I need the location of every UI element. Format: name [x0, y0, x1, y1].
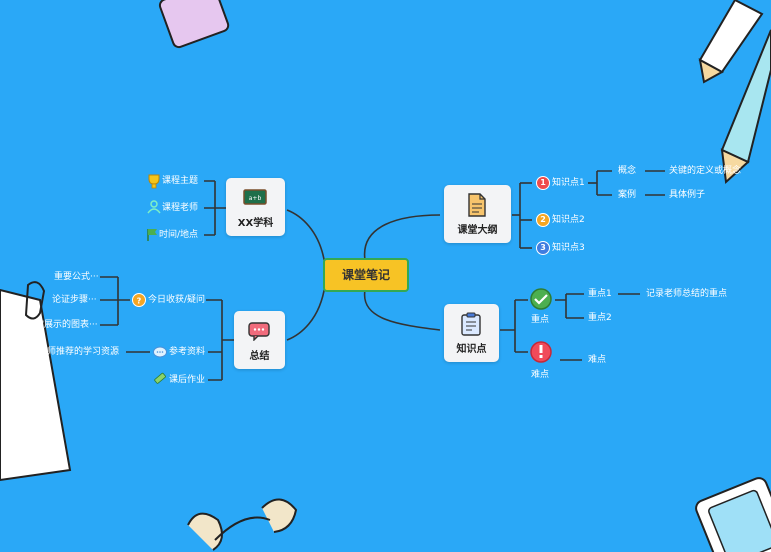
trophy-icon: [148, 174, 160, 189]
badge-1-icon: [536, 176, 550, 190]
phone-decoration-icon: [695, 477, 771, 552]
badge-2-icon: [536, 213, 550, 227]
summary-sub-steps[interactable]: 论证步骤···: [52, 295, 97, 305]
badge-1-number: 1: [540, 178, 546, 187]
earphones-decoration-icon: [187, 498, 298, 551]
clipboard-icon: [461, 312, 481, 336]
eraser-decoration-icon: [158, 0, 230, 49]
connector-lines: [100, 170, 665, 381]
summary-item-gains[interactable]: 今日收获/疑问: [148, 295, 206, 305]
speech-icon: [153, 346, 167, 358]
subject-item-topic[interactable]: 课程主题: [162, 176, 199, 186]
svg-text:?: ?: [137, 297, 142, 306]
user-icon: [147, 200, 161, 214]
knowledge-difficult-label[interactable]: 难点: [531, 370, 550, 380]
summary-card[interactable]: 总结: [234, 311, 285, 369]
subject-item-teacher[interactable]: 课程老师: [162, 203, 199, 213]
summary-item-homework[interactable]: 课后作业: [169, 375, 206, 385]
pencil-decoration-icon: [698, 0, 771, 185]
knowledge-difficult-item[interactable]: 难点: [588, 355, 607, 365]
outline-card[interactable]: 课堂大纲: [444, 185, 511, 243]
knowledge-key-item-1[interactable]: 重点1: [588, 289, 612, 299]
knowledge-title: 知识点: [456, 344, 487, 355]
outline-detail-concept-desc[interactable]: 关键的定义或概念: [669, 166, 742, 176]
knowledge-key-item-2[interactable]: 重点2: [588, 313, 612, 323]
chat-bubble-icon: [248, 322, 270, 341]
subject-card[interactable]: a+b XX学科: [226, 178, 285, 236]
document-icon: [468, 193, 486, 217]
outline-detail-case[interactable]: 案例: [618, 190, 637, 200]
outline-detail-concept[interactable]: 概念: [618, 166, 637, 176]
knowledge-key-label[interactable]: 重点: [531, 315, 550, 325]
outline-item-1[interactable]: 知识点1: [552, 178, 585, 188]
pencil-icon: [154, 372, 166, 384]
outline-title: 课堂大纲: [457, 225, 498, 236]
alert-icon: [530, 341, 552, 363]
outline-detail-case-desc[interactable]: 具体例子: [669, 190, 706, 200]
summary-sub-charts[interactable]: 课堂展示的图表···: [26, 320, 98, 330]
subject-title: XX学科: [237, 218, 274, 229]
paper-decoration-icon: [0, 281, 72, 482]
summary-reference-resources[interactable]: 老师推荐的学习资源: [38, 347, 120, 357]
question-icon: ?: [132, 293, 146, 307]
knowledge-card[interactable]: 知识点: [444, 304, 499, 362]
summary-item-references[interactable]: 参考资料: [169, 347, 206, 357]
badge-3-icon: [536, 241, 550, 255]
check-icon: [530, 288, 552, 310]
flag-icon: [147, 229, 157, 241]
badge-3-number: 3: [540, 243, 546, 252]
center-topic[interactable]: 课堂笔记: [323, 258, 409, 292]
summary-sub-formula[interactable]: 重要公式···: [54, 272, 99, 282]
svg-text:a+b: a+b: [249, 195, 262, 202]
knowledge-key-desc[interactable]: 记录老师总结的重点: [646, 289, 728, 299]
badge-2-number: 2: [540, 215, 546, 224]
subject-item-time-place[interactable]: 时间/地点: [159, 230, 199, 240]
blackboard-icon: a+b: [243, 189, 267, 205]
outline-item-2[interactable]: 知识点2: [552, 215, 585, 225]
summary-title: 总结: [249, 351, 270, 362]
outline-item-3[interactable]: 知识点3: [552, 243, 585, 253]
